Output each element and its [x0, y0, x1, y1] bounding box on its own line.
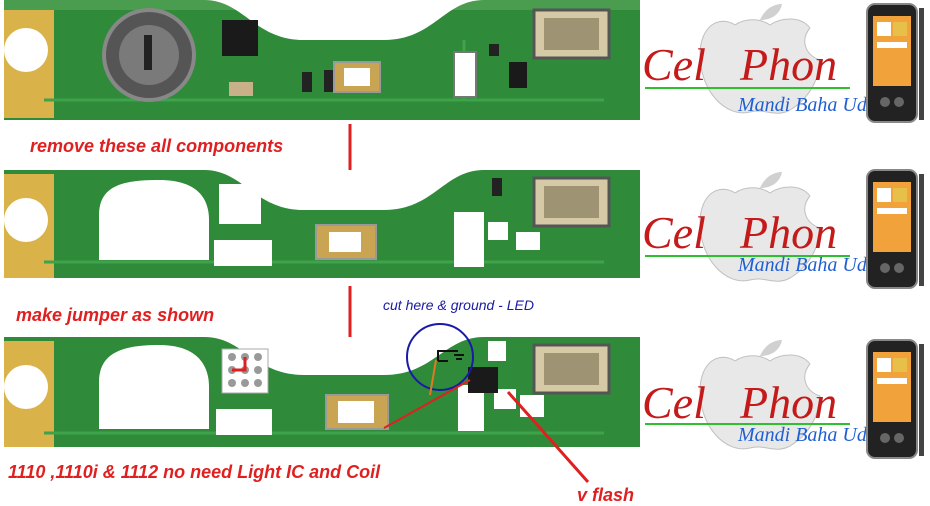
logo-author: Mandi Baha Uddin — [738, 424, 893, 446]
celphon-logo: Cel Phon Mandi Baha Uddin — [640, 168, 930, 298]
phone-image-icon — [866, 169, 924, 289]
logo-word-cel: Cel — [642, 377, 706, 428]
led-jumper-wire — [429, 359, 437, 396]
vflash-label: v flash — [577, 485, 635, 505]
pcb-photo-components-removed — [4, 170, 640, 285]
logo-author: Mandi Baha Uddin — [738, 254, 893, 276]
logo-author: Mandi Baha Uddin — [738, 94, 893, 116]
phone-image-icon — [866, 3, 924, 123]
apple-logo-icon — [645, 340, 850, 450]
phone-image-icon — [866, 339, 924, 459]
logo-word-phon: Phon — [740, 207, 838, 258]
vflash-wire — [506, 391, 590, 483]
apple-logo-icon — [645, 4, 850, 114]
cut-point-circle — [406, 323, 474, 391]
logo-word-cel: Cel — [642, 207, 706, 258]
models-note: 1110 ,1110i & 1112 no need Light IC and … — [8, 462, 381, 482]
logo-word-cel: Cel — [642, 39, 706, 90]
step1-remove-label: remove these all components — [30, 136, 284, 156]
celphon-logo: Cel Phon Mandi Baha Uddin — [640, 0, 930, 130]
cut-ground-note: cut here & ground - LED — [383, 297, 534, 313]
pcb-photo-original — [4, 0, 640, 125]
apple-logo-icon — [645, 172, 850, 282]
step2-jumper-label: make jumper as shown — [16, 305, 215, 325]
celphon-logo: Cel Phon Mandi Baha Uddin — [640, 336, 930, 466]
logo-word-phon: Phon — [740, 377, 838, 428]
led-jumper-wire — [383, 379, 471, 429]
pcb-photo-jumper — [4, 337, 640, 455]
logo-word-phon: Phon — [740, 39, 838, 90]
